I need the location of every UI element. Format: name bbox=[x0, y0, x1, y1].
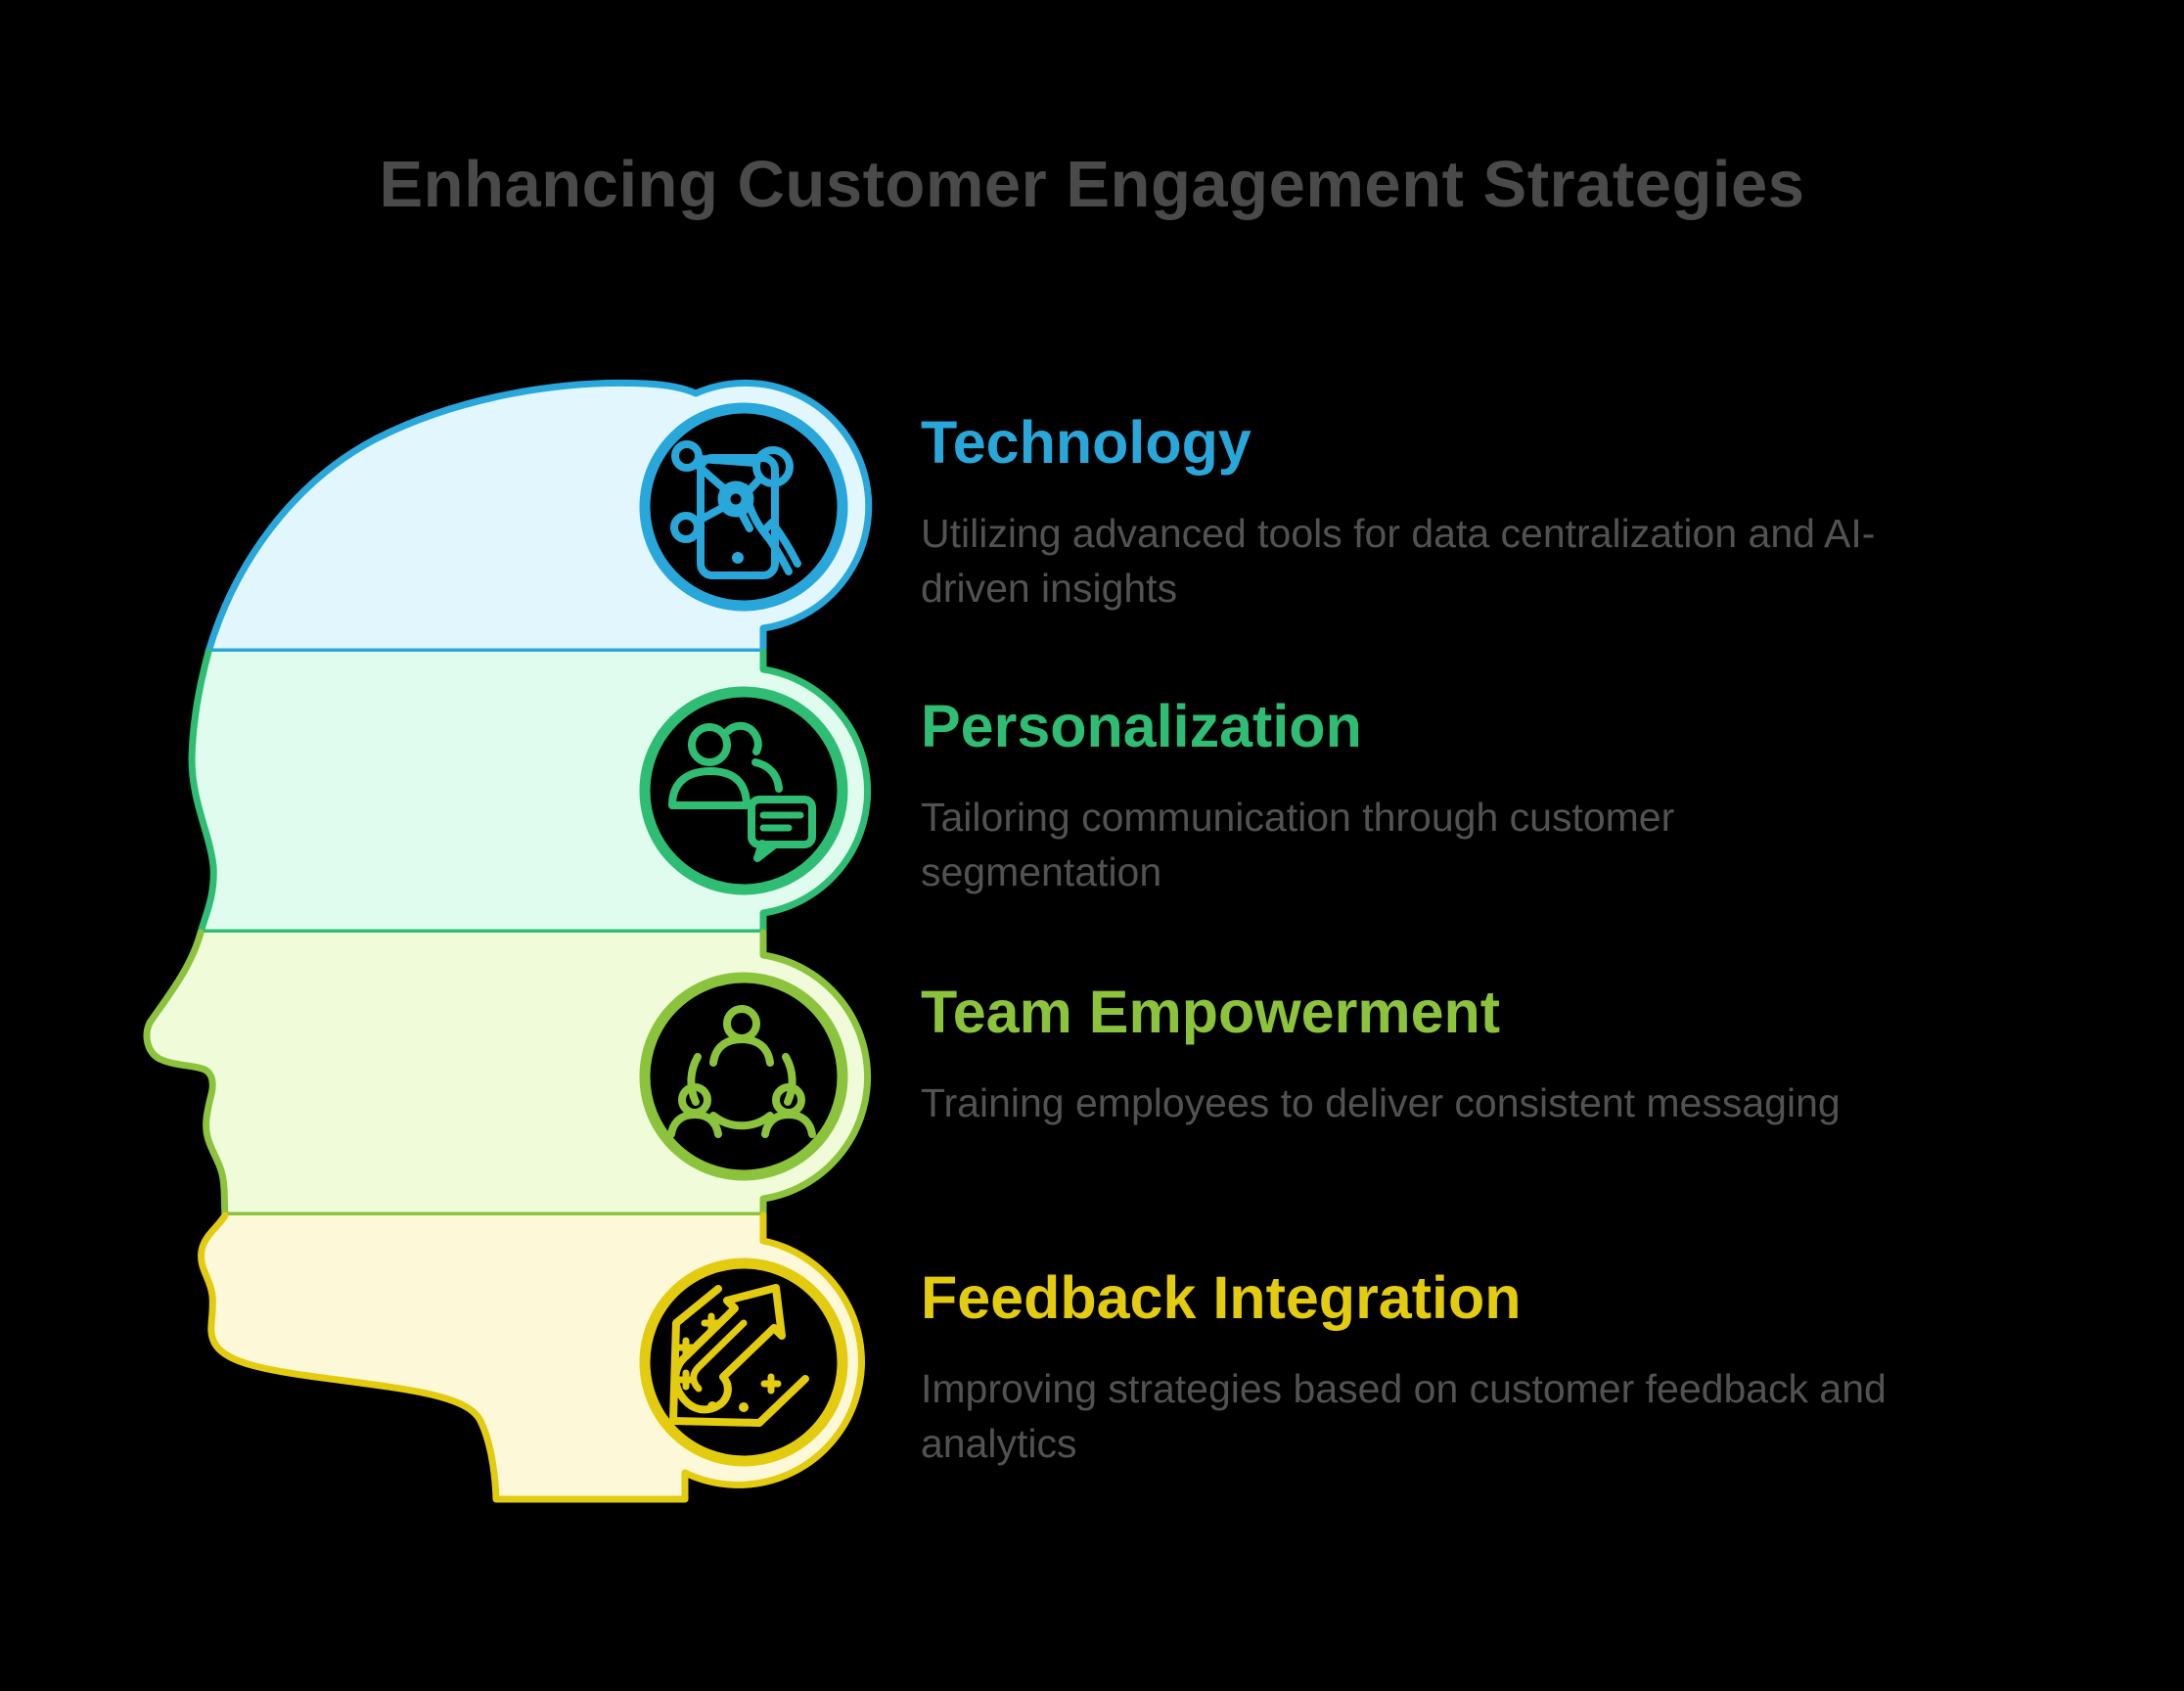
section-heading: Team Empowerment bbox=[921, 979, 1501, 1045]
people-chat-icon bbox=[668, 721, 816, 862]
section-team-empowerment: Team Empowerment Training employees to d… bbox=[921, 981, 2061, 1131]
phone-network-hand-icon bbox=[670, 440, 801, 579]
head-band-team-empowerment-outline bbox=[143, 929, 872, 1219]
section-heading: Feedback Integration bbox=[921, 1264, 1522, 1331]
section-heading: Technology bbox=[921, 409, 1251, 476]
section-description: Utilizing advanced tools for data centra… bbox=[921, 511, 1876, 611]
section-description: Tailoring communication through customer… bbox=[921, 795, 1675, 894]
team-network-icon bbox=[667, 1005, 816, 1138]
section-feedback-integration: Feedback Integration Improving strategie… bbox=[921, 1266, 2061, 1472]
section-heading: Personalization bbox=[921, 693, 1362, 759]
head-band-feedback-outline bbox=[198, 1211, 865, 1503]
section-technology: Technology Utilizing advanced tools for … bbox=[921, 411, 2061, 617]
arrow-growth-icon bbox=[669, 1284, 809, 1427]
page-title: Enhancing Customer Engagement Strategies bbox=[379, 148, 1805, 221]
section-description: Improving strategies based on customer f… bbox=[921, 1366, 1887, 1466]
section-description: Training employees to deliver consistent… bbox=[921, 1080, 1841, 1126]
section-personalization: Personalization Tailoring communication … bbox=[921, 695, 2061, 900]
team-empowerment-circle bbox=[639, 972, 848, 1181]
head-band-personalization-outline bbox=[188, 648, 872, 937]
